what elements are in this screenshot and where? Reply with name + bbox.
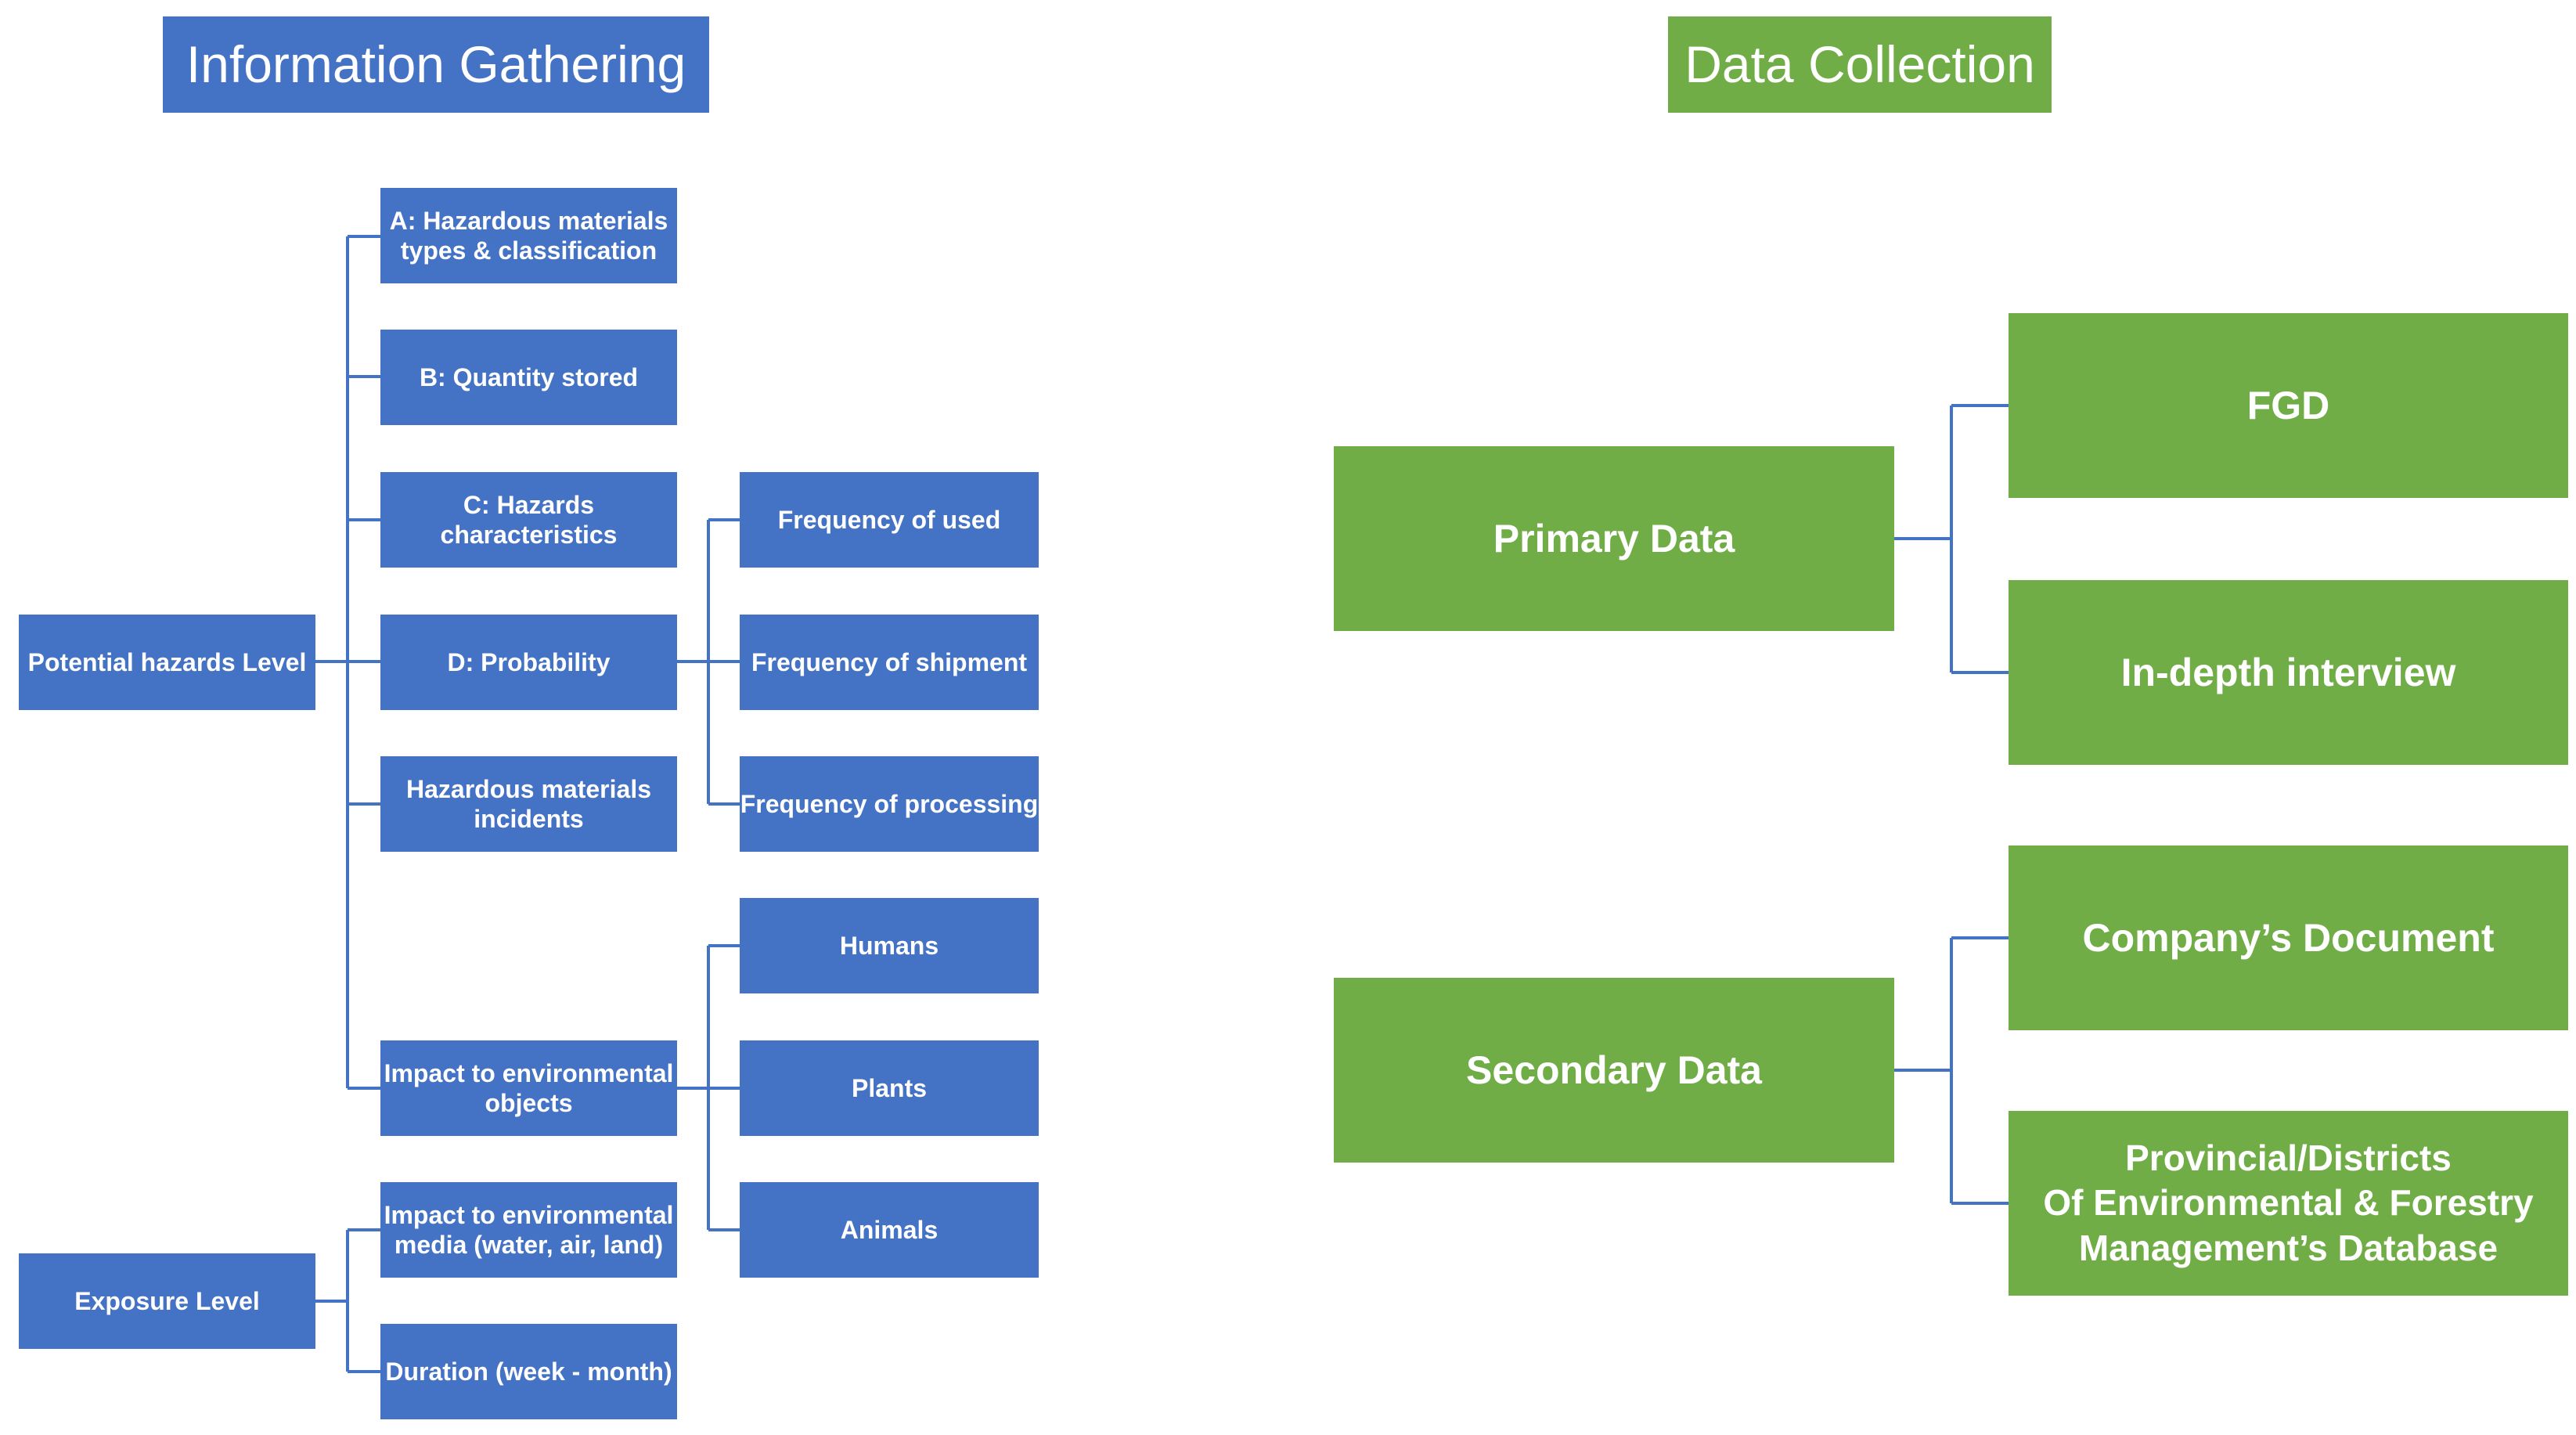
primary-data-node: Primary Data [1334, 446, 1894, 631]
humans-node: Humans [740, 898, 1039, 993]
secondary-data-node: Secondary Data [1334, 978, 1894, 1163]
company-document-node: Company’s Document [2009, 845, 2568, 1030]
in-depth-interview-node: In-depth interview [2009, 580, 2568, 765]
impact-environmental-media-node: Impact to environmental media (water, ai… [380, 1182, 677, 1278]
frequency-of-shipment-node: Frequency of shipment [740, 615, 1039, 710]
fgd-node: FGD [2009, 313, 2568, 498]
information-gathering-title: Information Gathering [163, 16, 709, 113]
impact-environmental-objects-node: Impact to environmental objects [380, 1040, 677, 1136]
animals-node: Animals [740, 1182, 1039, 1278]
plants-node: Plants [740, 1040, 1039, 1136]
hazards-characteristics-node: C: Hazards characteristics [380, 472, 677, 568]
quantity-stored-node: B: Quantity stored [380, 330, 677, 425]
frequency-of-used-node: Frequency of used [740, 472, 1039, 568]
probability-node: D: Probability [380, 615, 677, 710]
hazardous-materials-incidents-node: Hazardous materials incidents [380, 756, 677, 852]
potential-hazards-level-node: Potential hazards Level [19, 615, 315, 710]
exposure-level-node: Exposure Level [19, 1253, 315, 1349]
frequency-of-processing-node: Frequency of processing [740, 756, 1039, 852]
provincial-districts-database-node: Provincial/Districts Of Environmental & … [2009, 1111, 2568, 1296]
data-collection-title: Data Collection [1668, 16, 2052, 113]
duration-node: Duration (week - month) [380, 1324, 677, 1419]
hazardous-materials-types-node: A: Hazardous materials types & classific… [380, 188, 677, 283]
